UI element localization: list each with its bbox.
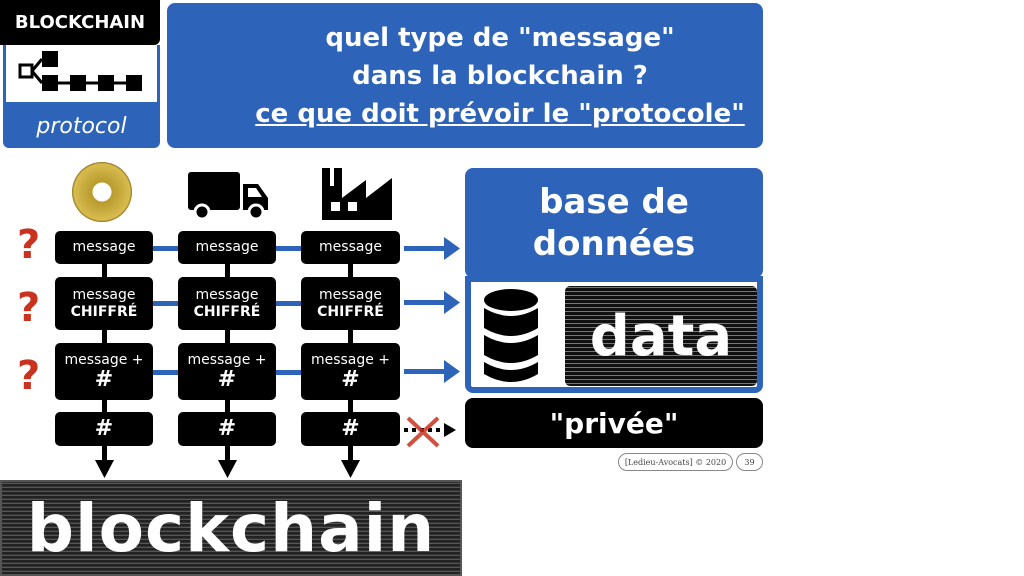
down-arrows — [95, 446, 360, 478]
title-line-3: ce que doit prévoir le "protocole" — [255, 98, 745, 129]
message-hash-block: message +# — [301, 343, 400, 400]
data-panel: data — [465, 276, 763, 393]
message-hash-block: message +# — [55, 343, 153, 400]
blockchain-banner: blockchain — [0, 480, 462, 576]
database-icon — [484, 289, 538, 382]
chain-icon — [3, 45, 160, 105]
message-block: message — [55, 231, 153, 264]
message-block: message — [178, 231, 276, 264]
blocked-arrow-icon — [404, 416, 456, 448]
message-hash-block: message +# — [178, 343, 276, 400]
question-mark-icon: ? — [17, 222, 41, 268]
question-mark-icon: ? — [17, 353, 41, 399]
data-image: data — [565, 286, 757, 386]
message-block: message — [301, 231, 400, 264]
blockchain-tag: BLOCKCHAIN — [0, 0, 160, 45]
token-icon — [72, 162, 132, 222]
protocol-label: protocol — [3, 105, 160, 148]
truck-icon — [188, 172, 268, 220]
hash-block: # — [178, 412, 276, 446]
title-box: quel type de "message" dans la blockchai… — [167, 3, 763, 148]
arrows-to-database — [404, 237, 460, 383]
footer-credit: [Ledieu-Avocats] © 2020 — [618, 453, 733, 471]
private-label: "privée" — [465, 398, 763, 448]
hash-block: # — [301, 412, 400, 446]
title-line-2: dans la blockchain ? — [352, 60, 648, 91]
question-mark-icon: ? — [17, 285, 41, 331]
page-number: 39 — [736, 453, 763, 471]
factory-icon — [322, 168, 392, 220]
hash-block: # — [55, 412, 153, 446]
title-line-1: quel type de "message" — [325, 22, 675, 53]
